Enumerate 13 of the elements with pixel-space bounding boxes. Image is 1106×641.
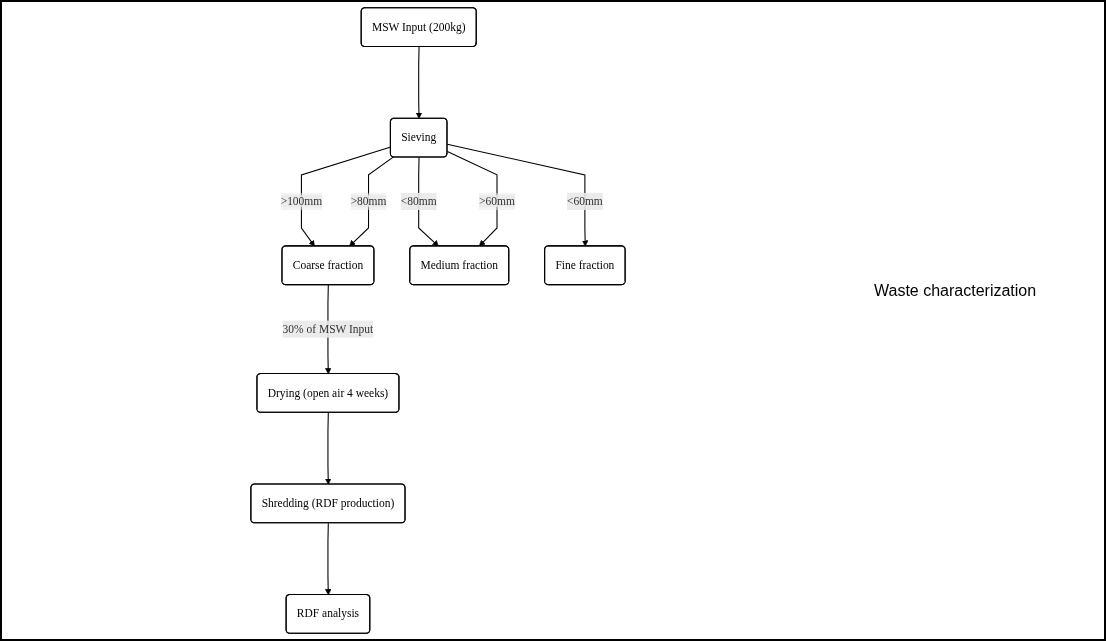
edge-label: >60mm bbox=[479, 194, 515, 208]
edge-label: >100mm bbox=[280, 194, 323, 208]
note-text: Waste characterization bbox=[874, 282, 1038, 300]
edge-label: <80mm bbox=[400, 194, 437, 208]
edge-label: 30% of MSW Input bbox=[282, 322, 374, 335]
arrow bbox=[325, 412, 332, 485]
arrow bbox=[446, 150, 498, 247]
arrow bbox=[415, 46, 423, 119]
edge-label: <60mm bbox=[566, 194, 603, 208]
arrow bbox=[446, 143, 589, 247]
edge-label: >80mm bbox=[350, 194, 387, 208]
arrow bbox=[300, 146, 392, 247]
arrow bbox=[325, 522, 332, 596]
